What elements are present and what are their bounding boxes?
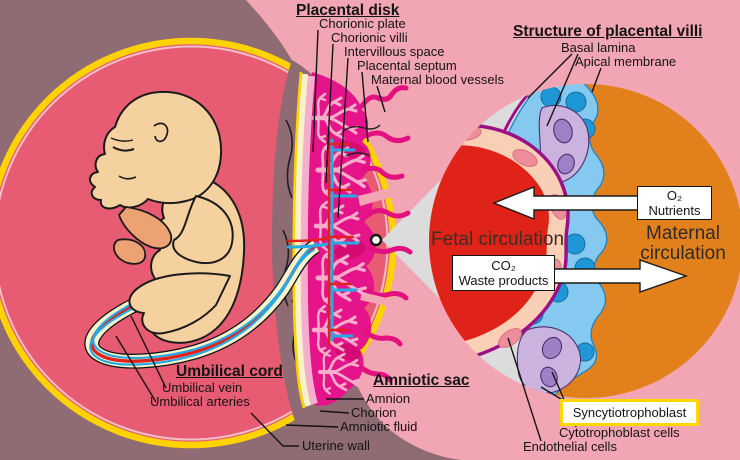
chorionic-plate-band (299, 75, 318, 406)
basal-lamina-label: Basal lamina (561, 40, 636, 55)
fetus-arm (172, 195, 234, 264)
leader-lines (115, 29, 602, 447)
placental-septum-label: Placental septum (357, 58, 457, 73)
nutrients-label: Nutrients (648, 203, 701, 218)
decidua-vessel-lines-top (341, 124, 381, 157)
fetus-eye (112, 146, 135, 152)
maternal-circulation-line2: circulation (640, 242, 726, 264)
endothelial-label: Endothelial cells (523, 439, 617, 454)
o2-nutrients-box: O₂ Nutrients (637, 186, 712, 220)
uterine-wall-label: Uterine wall (302, 438, 370, 453)
co2-waste-box: CO₂ Waste products (452, 255, 555, 291)
placental-disk-title: Placental disk (296, 2, 400, 19)
syncytiotrophoblast-highlight-box: Syncytiotrophoblast (560, 399, 699, 426)
magnifier-origin-marker (369, 233, 383, 247)
placental-septa (358, 178, 432, 316)
villi-structure-title: Structure of placental villi (513, 23, 703, 40)
chorion-label: Chorion (351, 405, 397, 420)
fetus-eyebrow (110, 137, 134, 142)
maternal-circulation-line1: Maternal (646, 223, 720, 244)
umbilical-arteries-label: Umbilical arteries (150, 394, 250, 409)
waste-label: Waste products (458, 273, 549, 288)
fetus-foot (113, 238, 146, 265)
intervillous-space-label: Intervillous space (344, 44, 445, 59)
amnion-label: Amnion (366, 391, 411, 406)
maternal-circulation-label: Maternal circulation (628, 224, 738, 264)
chorionic-villi-squiggles (353, 85, 413, 383)
amniotic-fluid-label: Amniotic fluid (340, 419, 418, 434)
chorionic-villi-label: Chorionic villi (331, 30, 408, 45)
o2-label: O₂ (666, 188, 683, 203)
fetus-leg (128, 272, 231, 335)
umbilical-vein-vessel (286, 138, 360, 342)
maternal-vessels-label: Maternal blood vessels (371, 72, 504, 87)
amniotic-sac-title: Amniotic sac (373, 372, 470, 389)
chorionic-plate-label: Chorionic plate (319, 16, 406, 31)
fetal-circulation-label: Fetal circulation (430, 229, 565, 250)
umbilical-cord-title: Umbilical cord (176, 363, 283, 380)
syncytiotrophoblast-label: Syncytiotrophoblast (572, 405, 687, 420)
fetus-ear (153, 122, 169, 143)
fetus (89, 90, 246, 344)
fetus-mouth (118, 175, 137, 180)
umbilical-vein-label: Umbilical vein (162, 380, 243, 395)
apical-membrane-label: Apical membrane (575, 54, 677, 69)
fetus-head (89, 90, 223, 210)
cytotrophoblast-label: Cytotrophoblast cells (559, 425, 680, 440)
fetus-forearm (118, 206, 173, 250)
co2-label: CO₂ (491, 258, 516, 273)
